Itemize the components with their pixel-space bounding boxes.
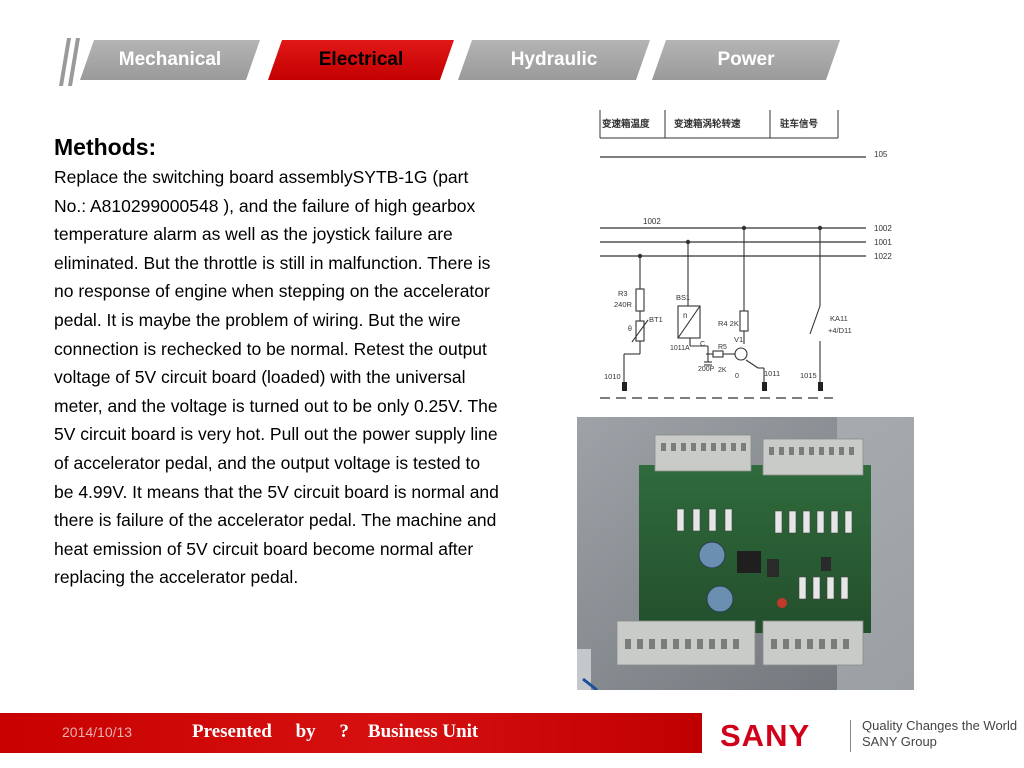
v1-label: V1 <box>734 335 743 344</box>
footer-presented-by: Presented by ? Business Unit <box>192 721 479 742</box>
tab-mechanical-label: Mechanical <box>118 49 222 70</box>
tagline-line-1: Quality Changes the World <box>862 718 1018 733</box>
c-value: 200P <box>698 366 715 373</box>
tagline-line-2: SANY Group <box>862 734 937 749</box>
r4-label: R4 2K <box>718 319 739 328</box>
wire-label-1002: 1002 <box>874 224 892 233</box>
tab-electrical-label: Electrical <box>318 49 404 70</box>
node-1011a-label: 1011A <box>670 345 690 352</box>
ka11-label: KA11 <box>830 314 848 323</box>
diagram-header-parking-signal: 驻车信号 <box>780 118 819 130</box>
methods-body-text: Replace the switching board assemblySYTB… <box>54 167 499 588</box>
wire-label-1001: 1001 <box>874 238 892 247</box>
bt1-label: BT1 <box>649 315 663 324</box>
header-slash-decoration <box>59 38 80 86</box>
footer-divider <box>850 720 851 752</box>
wire-label-1002-top: 1002 <box>643 217 661 226</box>
tab-hydraulic[interactable]: Hydraulic <box>458 40 650 80</box>
bt1-theta-symbol: θ <box>628 326 632 333</box>
tab-power[interactable]: Power <box>652 40 840 80</box>
r3-label: R3 <box>618 289 628 298</box>
tab-hydraulic-label: Hydraulic <box>510 49 598 70</box>
footer-bar <box>0 713 702 753</box>
ka11-sub-label: +4/D11 <box>828 326 852 335</box>
terminal-1010-label: 1010 <box>604 372 621 381</box>
circuit-board-photo <box>577 417 914 690</box>
r5-value: 2K <box>718 367 727 374</box>
wire-label-1022: 1022 <box>874 252 892 261</box>
sany-logo: SANY <box>720 718 811 753</box>
tab-power-label: Power <box>717 49 775 70</box>
footer-date: 2014/10/13 <box>62 724 133 740</box>
diagram-header-gearbox-temp: 变速箱温度 <box>602 118 650 130</box>
bs1-label: BS1 <box>676 293 690 302</box>
footer-tagline: Quality Changes the World SANY Group <box>862 718 1017 750</box>
tab-electrical[interactable]: Electrical <box>268 40 454 80</box>
terminal-1011-label: 1011 <box>764 369 780 378</box>
tab-mechanical[interactable]: Mechanical <box>80 40 260 80</box>
r3-value: 240R <box>614 300 633 309</box>
r5-label: R5 <box>718 344 727 351</box>
ground-zero-label: 0 <box>735 373 739 380</box>
bs1-n-symbol: n <box>683 311 687 320</box>
circuit-diagram: 变速箱温度 变速箱涡轮转速 驻车信号 105 1002 1002 1001 10… <box>598 106 898 401</box>
terminal-1015-label: 1015 <box>800 371 817 380</box>
methods-heading: Methods: <box>54 134 157 160</box>
diagram-header-turbine-speed: 变速箱涡轮转速 <box>674 118 741 130</box>
wire-label-105: 105 <box>874 150 888 159</box>
c-label: C <box>700 341 705 348</box>
